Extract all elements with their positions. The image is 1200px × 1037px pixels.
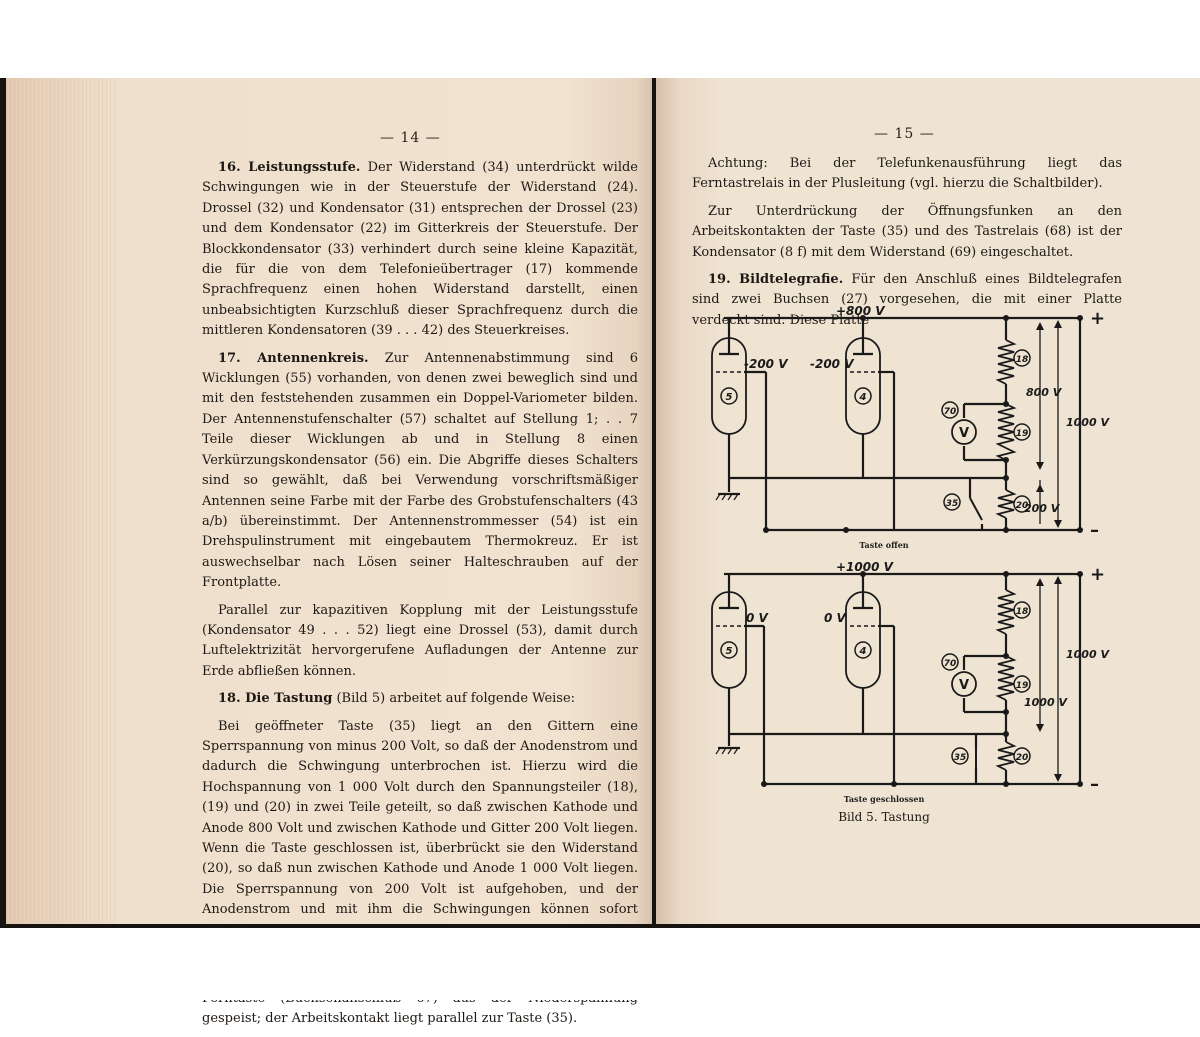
voltage-upper: 800 V xyxy=(1026,386,1063,399)
voltmeter-symbol: V xyxy=(959,678,969,693)
voltmeter-symbol: V xyxy=(959,426,969,441)
section-heading: 19. Bildtelegrafie. xyxy=(708,272,844,288)
resistor-number: 19 xyxy=(1016,429,1029,439)
resistor-number: 19 xyxy=(1016,681,1029,691)
tube-number: 4 xyxy=(859,646,867,657)
paragraph-bildtelegrafie: 19. Bildtelegrafie. Für den Anschluß ein… xyxy=(692,270,1122,331)
minus-terminal: – xyxy=(1090,774,1099,792)
page-edge-stack xyxy=(6,78,116,924)
supply-voltage-label: +800 V xyxy=(836,306,886,318)
meter-number: 70 xyxy=(944,407,957,417)
diagram-caption-open: Taste offen xyxy=(859,540,909,550)
paragraph-text: Achtung: Bei der Telefunkenausführung li… xyxy=(692,156,1122,192)
section-heading: 16. Leistungsstufe. xyxy=(218,160,361,175)
grid-voltage-left: 0 V xyxy=(746,611,770,625)
paragraph-text: Der Widerstand (34) unterdrückt wilde Sc… xyxy=(202,160,638,339)
resistor-number: 20 xyxy=(1016,753,1029,763)
circuit-diagram-key-closed: 5 4 18 19 20 70 35 V +1000 V 0 V 0 V 100… xyxy=(711,562,1110,792)
grid-voltage-right: -200 V xyxy=(810,357,855,371)
voltage-inner: 1000 V xyxy=(1024,696,1068,709)
grid-voltage-left: -200 V xyxy=(744,357,789,371)
key-number: 35 xyxy=(946,499,959,509)
left-page-number: — 14 — xyxy=(380,130,441,146)
paragraph-text: Für den Anschluß eines Bildtelegrafen si… xyxy=(692,272,1122,328)
right-text-column: Achtung: Bei der Telefunkenausführung li… xyxy=(692,154,1122,338)
top-margin xyxy=(0,0,1200,78)
paragraph-achtung: Achtung: Bei der Telefunkenausführung li… xyxy=(692,154,1122,195)
paragraph-text: Zur Antennenabstimmung sind 6 Wicklungen… xyxy=(202,350,639,591)
voltage-total: 1000 V xyxy=(1066,648,1110,661)
tube-number: 5 xyxy=(726,646,733,657)
left-page: — 14 — 16. Leistungsstufe. Der Widerstan… xyxy=(6,78,652,1026)
paragraph-leistungsstufe: 16. Leistungsstufe. Der Widerstand (34) … xyxy=(202,158,638,342)
paragraph-unterdrueckung: Zur Unterdrückung der Öffnungsfunken an … xyxy=(692,202,1122,263)
resistor-number: 20 xyxy=(1016,501,1029,511)
meter-number: 70 xyxy=(944,659,957,669)
tube-number: 4 xyxy=(859,392,867,403)
paragraph-kopplung: Parallel zur kapazitiven Kopplung mit de… xyxy=(202,601,638,683)
book-spread: — 14 — 16. Leistungsstufe. Der Widerstan… xyxy=(0,78,1200,1026)
figure-title: Bild 5. Tastung xyxy=(838,810,930,824)
paragraph-text: Zur Unterdrückung der Öffnungsfunken an … xyxy=(692,203,1122,260)
paragraph-antennenkreis: 17. Antennenkreis. Zur Antennenabstimmun… xyxy=(202,349,638,594)
resistor-number: 18 xyxy=(1016,607,1029,617)
section-heading: 17. Antennenkreis. xyxy=(218,350,369,366)
supply-voltage-label: +1000 V xyxy=(836,562,895,574)
tube-number: 5 xyxy=(726,392,733,403)
diagram-caption-closed: Taste geschlossen xyxy=(843,794,925,804)
key-number: 35 xyxy=(954,753,967,763)
right-page-number: — 15 — xyxy=(874,126,935,142)
right-page: — 15 — Achtung: Bei der Telefunkenausfüh… xyxy=(656,78,1200,924)
paragraph-text: Parallel zur kapazitiven Kopplung mit de… xyxy=(202,602,638,679)
plus-terminal: + xyxy=(1090,308,1105,329)
minus-terminal: – xyxy=(1090,520,1099,538)
circuit-diagram-key-open: 5 4 18 19 20 70 35 V +800 V -200 V -200 … xyxy=(711,306,1110,538)
voltage-lower: 200 V xyxy=(1024,502,1061,515)
resistor-number: 18 xyxy=(1016,355,1029,365)
paragraph-tastung-heading: 18. Die Tastung (Bild 5) arbeitet auf fo… xyxy=(202,689,638,709)
voltage-total: 1000 V xyxy=(1066,416,1110,429)
section-heading: 18. Die Tastung xyxy=(218,691,333,707)
grid-voltage-right: 0 V xyxy=(824,611,848,625)
paragraph-tastung-body: Bei geöffneter Taste (35) liegt an den G… xyxy=(202,717,638,941)
bottom-margin xyxy=(0,928,1200,1000)
paragraph-text: (Bild 5) arbeitet auf folgende Weise: xyxy=(332,691,576,707)
paragraph-text: Bei geöffneter Taste (35) liegt an den G… xyxy=(202,718,638,938)
plus-terminal: + xyxy=(1090,564,1105,585)
left-text-column: 16. Leistungsstufe. Der Widerstand (34) … xyxy=(202,158,638,1037)
